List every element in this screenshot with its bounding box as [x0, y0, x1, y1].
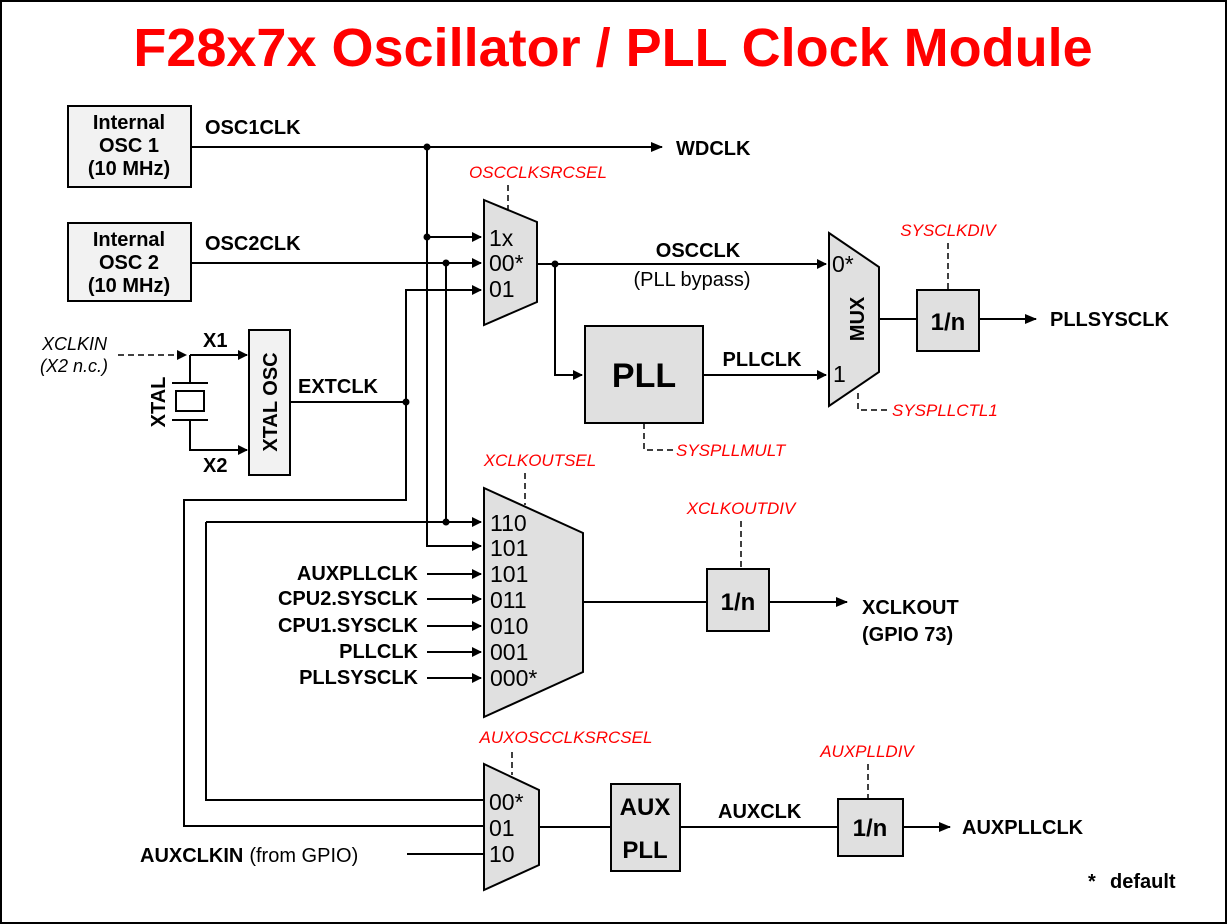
osc-mux-input-1x: 1x: [489, 225, 514, 251]
extclk-to-oscmux-wire: [405, 285, 482, 402]
sysclk-divider: 1/n: [916, 289, 980, 352]
auxoscclksrcsel-register: AUXOSCCLKSRCSEL: [479, 728, 653, 747]
osc-mux-input-00: 00*: [489, 250, 524, 276]
xclkout-divider-label: 1/n: [721, 589, 756, 616]
pllclk-label: PLLCLK: [723, 349, 802, 371]
sysclkdiv-register: SYSCLKDIV: [900, 221, 997, 240]
aux-pll-line1: AUX: [620, 794, 671, 821]
xtal-osc-label: XTAL OSC: [260, 352, 282, 451]
auxclkin-name: AUXCLKIN: [140, 845, 243, 867]
xclkin-note: (X2 n.c.): [40, 356, 108, 376]
osc2clk-label: OSC2CLK: [205, 233, 301, 255]
auxpll-divider-label: 1/n: [853, 815, 888, 842]
xclkout-output-label: XCLKOUT: [862, 597, 959, 619]
pllsysclk-output-label: PLLSYSCLK: [1050, 309, 1169, 331]
x2-label: X2: [203, 455, 227, 477]
osc1clk-label: OSC1CLK: [205, 117, 301, 139]
pll-label: PLL: [612, 357, 676, 395]
oscclksrcsel-register: OSCCLKSRCSEL: [469, 163, 607, 182]
auxclk-label: AUXCLK: [718, 801, 802, 823]
osc2-line3: (10 MHz): [88, 275, 170, 297]
aux-mux-input-00: 00*: [489, 789, 524, 815]
xclkout-mux-input: 110: [490, 510, 527, 536]
aux-pll-block: AUX PLL: [610, 783, 681, 872]
auxpll-divider: 1/n: [837, 798, 904, 857]
internal-osc2-block: Internal OSC 2 (10 MHz): [67, 222, 192, 302]
sysplmult-dashed-line: [643, 423, 675, 451]
auxclkin-note: (from GPIO): [249, 845, 358, 867]
auxclkin-label: AUXCLKIN (from GPIO): [140, 845, 358, 867]
xclkout-mux-input: 101: [490, 561, 528, 587]
mux-label: MUX: [847, 296, 869, 341]
x1-label: X1: [203, 330, 227, 352]
pll-block: PLL: [584, 325, 704, 424]
xclkout-input-cpu1-sysclk: CPU1.SYSCLK: [278, 615, 419, 637]
legend-default-label: default: [1110, 871, 1176, 893]
xclkoutsel-register: XCLKOUTSEL: [483, 451, 596, 470]
xclkout-mux-input: 010: [490, 613, 528, 639]
xclkoutdiv-register: XCLKOUTDIV: [686, 499, 797, 518]
xclkout-mux: 110 101 101 011 010 001 000*: [483, 486, 584, 719]
legend-star: *: [1088, 871, 1096, 893]
xclkout-mux-input: 000*: [490, 665, 537, 691]
sys-mux-input-0: 0*: [832, 251, 854, 277]
osc-source-mux: 1x 00* 01: [483, 198, 538, 327]
xclkout-input-pllsysclk: PLLSYSCLK: [299, 667, 418, 689]
system-clock-mux: 0* 1 MUX: [828, 231, 880, 408]
internal-osc1-block: Internal OSC 1 (10 MHz): [67, 105, 192, 188]
oscclk-to-pll-wire: [554, 264, 583, 380]
page-title: F28x7x Oscillator / PLL Clock Module: [133, 18, 1092, 78]
osc1-line3: (10 MHz): [88, 158, 170, 180]
x2-wire: [189, 420, 248, 455]
extclk-to-auxmux-wire: [183, 402, 484, 827]
oscclk-label: OSCCLK: [656, 240, 741, 262]
osc1-line2: OSC 1: [99, 135, 159, 157]
syspllctl1-register: SYSPLLCTL1: [892, 401, 998, 420]
osc2clk-to-auxmux-wire: [205, 522, 484, 801]
xclkout-mux-input: 011: [490, 587, 527, 613]
pll-bypass-note: (PLL bypass): [633, 269, 750, 291]
osc2-line2: OSC 2: [99, 252, 159, 274]
xclkout-mux-input: 001: [490, 639, 528, 665]
xclkout-input-cpu2-sysclk: CPU2.SYSCLK: [278, 588, 419, 610]
xtal-label: XTAL: [148, 377, 170, 428]
xtal-crystal-icon: [175, 390, 205, 412]
sys-mux-input-1: 1: [833, 361, 846, 387]
wdclk-label: WDCLK: [676, 138, 751, 160]
auxpllclk-output-label: AUXPLLCLK: [962, 817, 1084, 839]
xclkout-input-pllclk: PLLCLK: [339, 641, 418, 663]
osc-mux-input-01: 01: [489, 276, 515, 302]
xclkin-label: XCLKIN: [41, 334, 108, 354]
xclkout-input-auxpllclk: AUXPLLCLK: [297, 563, 419, 585]
osc2-line1: Internal: [93, 229, 165, 251]
aux-source-mux: 00* 01 10: [483, 762, 540, 892]
aux-mux-input-01: 01: [489, 815, 515, 841]
aux-pll-line2: PLL: [622, 837, 667, 864]
xclkout-pin-label: (GPIO 73): [862, 624, 953, 646]
sysclk-divider-label: 1/n: [931, 309, 966, 336]
aux-mux-input-10: 10: [489, 841, 515, 867]
syspllmult-register: SYSPLLMULT: [676, 441, 787, 460]
osc1-line1: Internal: [93, 112, 165, 134]
syspllctl1-dashed-line: [857, 393, 890, 411]
extclk-label: EXTCLK: [298, 376, 379, 398]
xtal-osc-block: XTAL OSC: [248, 329, 291, 476]
xclkout-divider: 1/n: [706, 568, 770, 632]
auxplldiv-register: AUXPLLDIV: [819, 742, 915, 761]
xclkout-mux-input: 101: [490, 535, 528, 561]
osc1clk-to-xclkout-wire: [426, 147, 482, 551]
